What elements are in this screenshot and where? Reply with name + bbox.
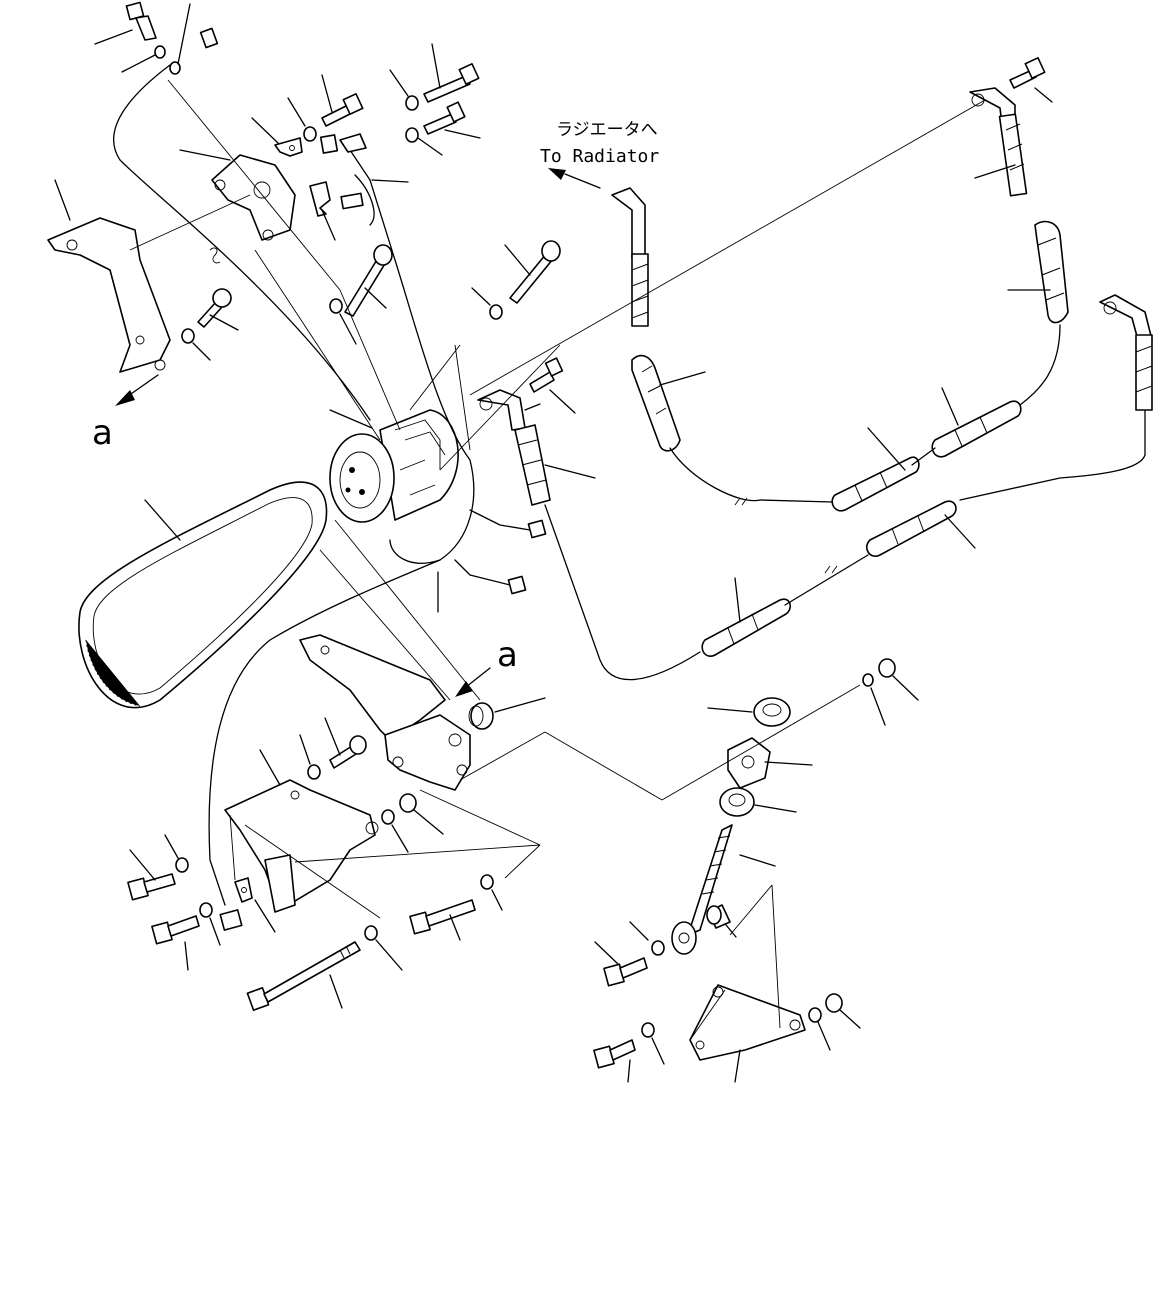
washer [389,69,419,111]
v-belt [78,481,328,709]
ref-a-right-letter: a [497,635,518,675]
harness-clip [309,181,336,241]
hose-upper-right [969,87,1069,406]
washer [199,902,221,946]
washer [629,921,665,956]
lower-bracket-main [224,749,379,913]
alignment-lines [129,79,986,1041]
grommet [468,697,546,730]
nut [399,793,444,835]
harness-clip [234,877,276,933]
tensioner-rod [671,824,776,955]
clips [234,117,367,933]
bolt-compressor-1 [344,244,393,317]
wire-harness [113,27,838,931]
bolt-upper-mid-1 [321,74,364,127]
washer [299,734,321,780]
adjuster-block [727,737,813,789]
bolt-hose-clamp [529,357,576,414]
nut-lower [719,787,797,817]
bolt-lower-right-2 [593,1039,636,1083]
ac-compressor [329,409,459,523]
washer [808,1007,831,1051]
washer [381,809,409,853]
washer [169,3,191,75]
to-radiator-arrow [548,168,566,180]
bolt-upper-mid-3 [423,101,481,139]
washer [471,287,503,320]
washer [641,1022,665,1065]
washer [364,925,403,971]
hose-discharge [477,389,701,681]
nut [878,658,919,701]
hose-middle-segment [759,387,1022,512]
bolt-lower-mid [324,717,367,769]
bolt-lower-mid-2 [409,899,476,941]
ref-a-right: a [455,635,518,697]
washer [862,673,886,726]
to-radiator-label-jp: ラジエータへ [556,120,658,140]
nut-upper [707,697,791,727]
bolt-left-bracket [197,288,239,331]
hose-lower-right [701,294,1153,657]
lower-plate-bracket [689,984,806,1083]
nut [825,993,861,1029]
to-radiator-callout: ラジエータへ To Radiator [540,120,659,189]
bolt-lower-right-1 [594,941,648,987]
upper-bracket-clamp [179,149,296,241]
upper-bracket-left [47,179,171,373]
washer [164,834,189,873]
bolts [94,1,1053,1083]
ref-a-left-letter: a [92,413,113,453]
bolt-top-left [94,1,157,45]
washer [405,127,443,156]
washer [287,97,317,142]
ref-a-left: a [92,374,159,453]
harness-clip [251,117,303,157]
to-radiator-label-en: To Radiator [540,146,659,167]
hose-to-radiator [611,187,761,502]
washers-and-nuts [121,3,919,1065]
bolt-upper-mid-2 [423,43,480,103]
lower-bracket-upper [299,634,471,791]
washer [121,45,166,73]
bolt-compressor-2 [504,240,561,304]
washer [480,874,503,911]
harness-clip [319,133,367,154]
spacer-collar [706,904,737,938]
washer [329,298,357,345]
washer [181,328,211,361]
bolt-lower-left-2 [151,915,200,971]
bolt-upper-right [1009,56,1053,103]
long-through-bolt [246,941,361,1011]
bolt-lower-left-1 [127,849,176,901]
